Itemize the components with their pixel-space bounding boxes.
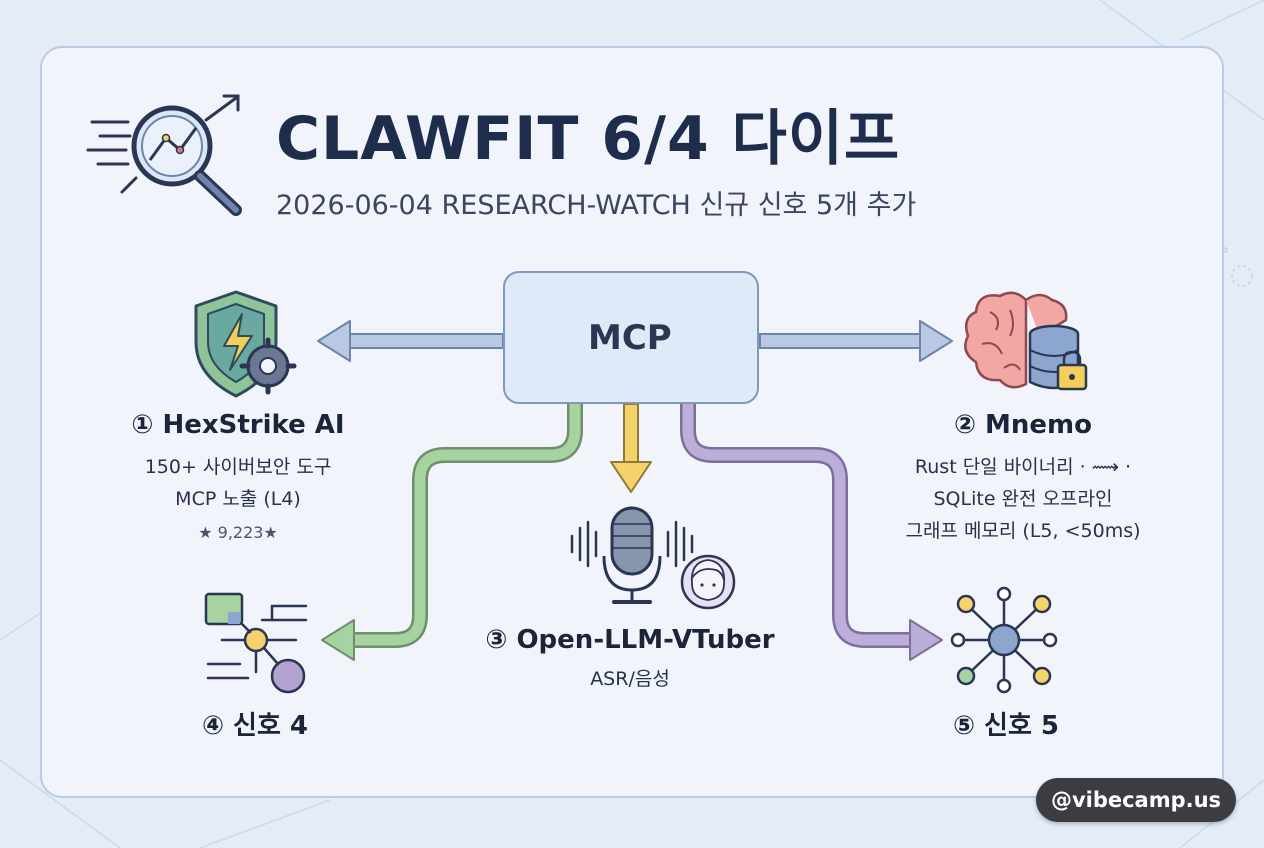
signal-2-desc-line-1: Rust 단일 바이너리 · ⟿ · (914, 456, 1132, 478)
microphone-icon (570, 506, 694, 604)
signal-5-title: ⑤ 신호 5 (952, 711, 1060, 741)
signal-4-title: ④ 신호 4 (201, 711, 309, 741)
arrow-to-signal-5 (680, 404, 943, 661)
page-subtitle: 2026-06-04 RESEARCH-WATCH 신규 신호 5개 추가 (276, 190, 917, 221)
mcp-hub-label: MCP (588, 318, 672, 358)
arrow-to-signal-1 (317, 320, 504, 362)
signal-1-desc-line-2: MCP 노출 (L4) (175, 488, 301, 510)
mcp-hub (503, 271, 759, 404)
signal-2-desc-line-3: 그래프 메모리 (L5, <50ms) (905, 520, 1141, 542)
page-title: CLAWFIT 6/4 다이프 (276, 104, 901, 174)
avatar-icon (680, 554, 736, 610)
arrow-to-signal-4 (321, 404, 583, 661)
brain-database-icon (964, 291, 1088, 391)
arrow-to-signal-3 (610, 403, 652, 493)
signal-1-stars: ★ 9,223★ (198, 523, 278, 542)
network-icon (950, 586, 1058, 694)
signal-3-title: ③ Open-LLM-VTuber (485, 625, 775, 655)
signal-3-desc: ASR/음성 (590, 668, 670, 690)
arrow-to-signal-2 (759, 320, 953, 362)
shield-gear-icon (194, 290, 297, 398)
graph-flow-icon (204, 592, 308, 694)
signal-2-title: ② Mnemo (953, 410, 1093, 440)
author-badge: @vibecamp.us (1036, 778, 1236, 822)
signal-2-desc-line-2: SQLite 완전 오프라인 (933, 488, 1113, 510)
signal-1-title: ① HexStrike AI (131, 410, 345, 440)
signal-1-desc-line-1: 150+ 사이버보안 도구 (144, 456, 332, 478)
magnifier-chart-icon (86, 94, 242, 216)
